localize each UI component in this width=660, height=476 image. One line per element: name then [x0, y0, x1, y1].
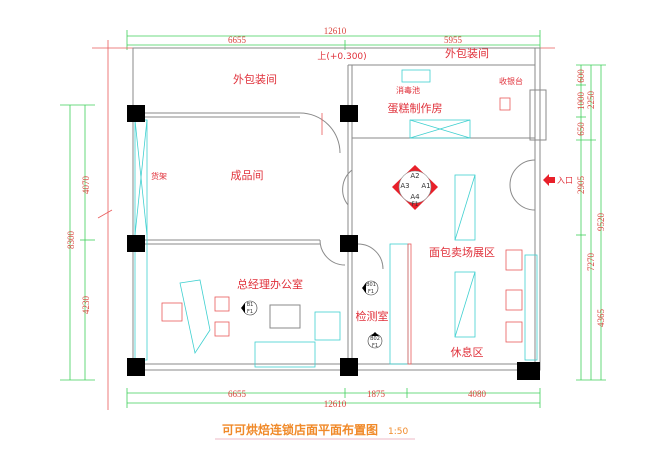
dim-top-left: 6655 — [228, 35, 247, 45]
label-outer-pack-right: 外包装间 — [445, 47, 489, 60]
dim-top-right: 5955 — [444, 35, 463, 45]
top-dimensions: 12610 6655 5955 — [126, 26, 541, 50]
dim-right-650: 650 — [576, 122, 586, 136]
dim-right-1000: 1000 — [576, 92, 586, 111]
dim-left-lower: 4230 — [81, 296, 91, 315]
inspection-marker-2-floor: F1 — [372, 343, 378, 349]
inspection-view-marker-1: B01 F1 — [362, 280, 379, 296]
drawing-title: 可可烘焙连锁店面平面布置图 1:50 — [215, 422, 415, 440]
bottom-dimensions: 6655 1875 4080 12610 — [126, 388, 541, 409]
dim-right-600: 600 — [576, 69, 586, 83]
office-view-marker: B1 F1 — [241, 300, 258, 316]
dim-top-total: 12610 — [324, 26, 347, 36]
dim-right-7270: 7270 — [586, 253, 596, 272]
dim-bottom-left: 6655 — [228, 389, 247, 399]
compass-top: A2 — [410, 172, 419, 180]
label-rest-area: 休息区 — [451, 345, 484, 359]
office-marker-code: B1 — [247, 302, 254, 308]
label-inspection: 检测室 — [356, 309, 389, 323]
label-bread-sales: 面包卖场展区 — [429, 245, 495, 259]
title-text: 可可烘焙连锁店面平面布置图 — [222, 422, 378, 437]
inspection-marker-1-code: B01 — [366, 282, 376, 288]
compass-marker: A2 A3 A1 A4 F1 — [392, 165, 438, 210]
dim-right-4365: 4365 — [596, 309, 606, 328]
label-cashier: 收银台 — [499, 76, 523, 86]
compass-bottom: A4 — [410, 193, 420, 201]
dim-right-9520: 9520 — [596, 213, 606, 232]
dim-left-upper: 4070 — [81, 176, 91, 195]
compass-floor: F1 — [411, 201, 418, 208]
label-cake-room: 蛋糕制作房 — [388, 101, 443, 115]
compass-right: A1 — [421, 182, 430, 190]
office-marker-floor: F1 — [247, 309, 253, 315]
inspection-view-marker-2: B02 F1 — [367, 332, 383, 349]
dim-left-total: 8300 — [66, 231, 76, 250]
furniture — [161, 69, 547, 368]
entrance-arrow-icon — [543, 174, 555, 186]
label-entrance: 入口 — [557, 176, 573, 185]
inspection-marker-2-code: B02 — [370, 336, 380, 342]
title-scale: 1:50 — [388, 427, 408, 437]
label-outer-pack-left: 外包装间 — [233, 73, 277, 86]
walls — [132, 47, 541, 371]
inspection-marker-1-floor: F1 — [368, 289, 374, 295]
label-disinfection-pool: 消毒池 — [396, 85, 420, 95]
right-dimensions: 600 1000 650 2250 2905 9520 7270 4365 — [576, 64, 606, 381]
label-shelf: 货架 — [151, 171, 167, 181]
structural-columns — [127, 105, 540, 380]
dim-bottom-mid: 1875 — [367, 389, 386, 399]
label-gm-office: 总经理办公室 — [237, 277, 303, 291]
dim-bottom-right: 4080 — [468, 389, 487, 399]
dim-right-2905: 2905 — [576, 176, 586, 195]
room-labels: 上(+0.300) 外包装间 外包装间 消毒池 收银台 蛋糕制作房 成品间 货架… — [151, 47, 573, 359]
level-note: 上(+0.300) — [317, 51, 366, 62]
dim-bottom-total: 12610 — [324, 399, 347, 409]
compass-left: A3 — [400, 182, 409, 190]
label-finished-goods: 成品间 — [231, 169, 264, 182]
left-dimensions: 4070 8300 4230 — [60, 104, 113, 381]
dim-right-2250: 2250 — [586, 91, 596, 110]
